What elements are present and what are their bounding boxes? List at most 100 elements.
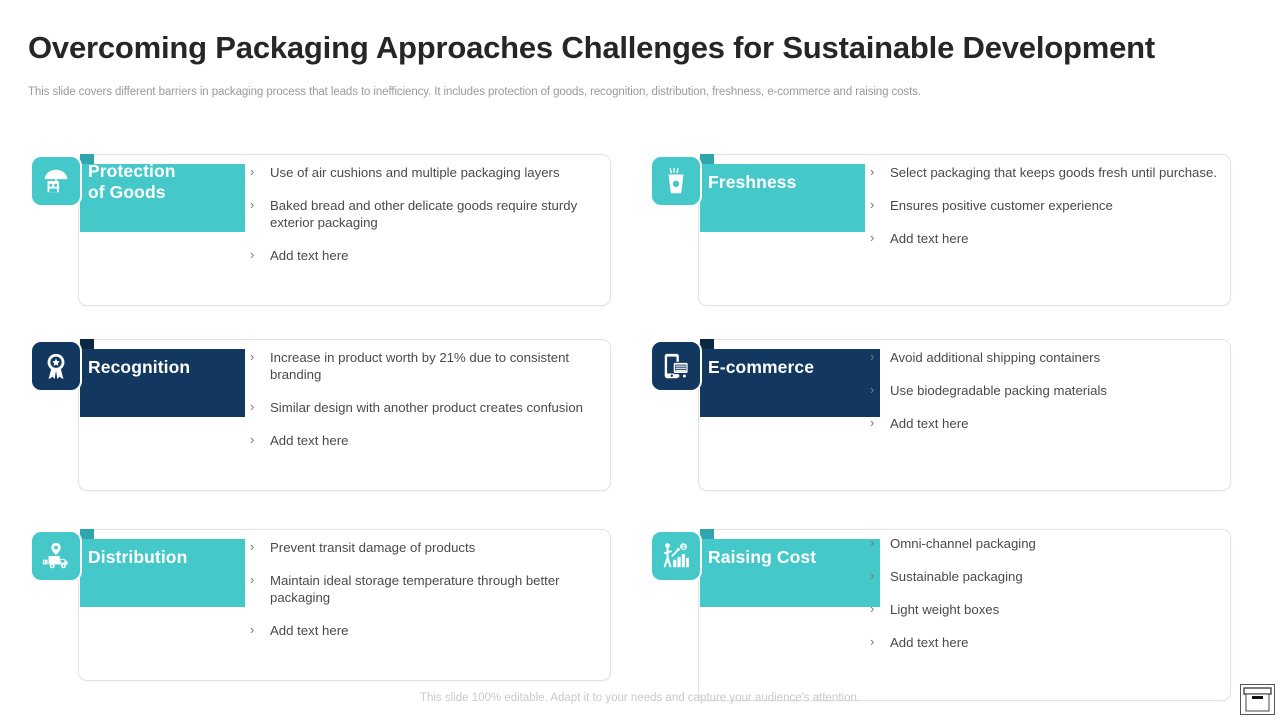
card-ribbon bbox=[700, 339, 880, 417]
ribbon-body bbox=[700, 164, 865, 232]
chevron-right-icon: › bbox=[250, 349, 255, 364]
svg-text:$: $ bbox=[682, 545, 685, 551]
chevron-right-icon: › bbox=[870, 535, 875, 550]
bullet-text: Add text here bbox=[270, 432, 349, 448]
bullet-item: › Similar design with another product cre… bbox=[248, 398, 618, 417]
ribbon-fold bbox=[700, 339, 714, 349]
page-subtitle: This slide covers different barriers in … bbox=[28, 86, 921, 98]
bullet-item: ›Light weight boxes bbox=[868, 600, 1238, 619]
drink-cup-icon bbox=[650, 155, 702, 207]
challenge-card-distribution[interactable]: Distribution › Prevent transit damage of p… bbox=[30, 510, 630, 685]
bullet-text: Use of air cushions and multiple packagi… bbox=[270, 165, 560, 180]
bullet-item: › Add text here bbox=[868, 414, 1238, 433]
card-bullet-list: › Select packaging that keeps goods fresh… bbox=[868, 164, 1238, 248]
card-title-line-2: of Goods bbox=[88, 182, 166, 203]
chevron-right-icon: › bbox=[870, 567, 875, 583]
card-ribbon bbox=[80, 154, 245, 232]
chevron-right-icon: › bbox=[250, 431, 255, 447]
ribbon-body bbox=[80, 349, 245, 417]
bullet-text: Select packaging that keeps goods fresh … bbox=[890, 165, 1217, 180]
ribbon-fold bbox=[700, 529, 714, 539]
chevron-right-icon: › bbox=[250, 621, 255, 637]
bullet-item: › Select packaging that keeps goods fresh… bbox=[868, 164, 1238, 182]
chevron-right-icon: › bbox=[870, 164, 875, 179]
mobile-shopping-cart-icon bbox=[650, 340, 702, 392]
card-ribbon bbox=[700, 529, 880, 607]
bullet-item: › Avoid additional shipping containers bbox=[868, 349, 1238, 367]
bullet-item: › Baked bread and other delicate goods re… bbox=[248, 196, 618, 232]
chevron-right-icon: › bbox=[870, 349, 875, 364]
chevron-right-icon: › bbox=[870, 633, 875, 649]
card-bullet-list: › Omni-channel packaging › Sustainable pack… bbox=[868, 535, 1238, 652]
ribbon-body bbox=[700, 349, 880, 417]
chevron-right-icon: › bbox=[870, 229, 875, 245]
award-ribbon-icon bbox=[30, 340, 82, 392]
card-title: E-commerce bbox=[708, 357, 815, 377]
bullet-item: › Use of air cushions and multiple packag… bbox=[248, 164, 618, 182]
ribbon-fold bbox=[80, 339, 94, 349]
chevron-right-icon: › bbox=[250, 571, 255, 587]
ribbon-fold bbox=[80, 529, 94, 539]
card-title: Freshness bbox=[708, 172, 797, 192]
bullet-text: Similar design with another product crea… bbox=[270, 399, 584, 415]
bullet-item: › Add text here bbox=[248, 246, 618, 265]
chevron-right-icon: › bbox=[870, 196, 875, 212]
chevron-right-icon: › bbox=[870, 600, 875, 616]
bullet-text: Baked bread and other delicate goods req… bbox=[270, 197, 578, 230]
chevron-right-icon: › bbox=[250, 196, 255, 212]
bullet-item: › Add text here bbox=[868, 633, 1238, 652]
bullet-text: Add text here bbox=[270, 247, 349, 263]
cost-growth-chart-icon: $ bbox=[650, 530, 702, 582]
chevron-right-icon: › bbox=[250, 164, 255, 179]
ribbon-fold bbox=[80, 154, 94, 164]
card-bullet-list: › Avoid additional shipping containers ›Us… bbox=[868, 349, 1238, 433]
page-title: Overcoming Packaging Approaches Challeng… bbox=[28, 30, 1155, 65]
bullet-text: Sustainable packaging bbox=[890, 568, 1023, 584]
bullet-text: Maintain ideal storage temperature throu… bbox=[270, 572, 560, 605]
bullet-text: Prevent transit damage of products bbox=[270, 540, 476, 555]
challenge-card-recognition[interactable]: Recognition›Increase in product worth by… bbox=[30, 320, 630, 495]
bullet-item: › Maintain ideal storage temperature thro… bbox=[248, 571, 618, 607]
ribbon-body bbox=[80, 539, 245, 607]
bullet-item: › Prevent transit damage of products bbox=[248, 539, 618, 557]
card-bullet-list: › Prevent transit damage of products › Main… bbox=[248, 539, 618, 640]
bullet-text: Add text here bbox=[890, 634, 969, 650]
bullet-text: Add text here bbox=[890, 415, 969, 431]
bullet-text: Add text here bbox=[890, 230, 969, 246]
ribbon-fold bbox=[700, 154, 714, 164]
archive-box-glyph bbox=[1243, 687, 1272, 712]
challenge-card-e-commerce[interactable]: E-commerce › Avoid additional shipping con… bbox=[650, 320, 1250, 495]
chevron-right-icon: › bbox=[870, 381, 875, 397]
challenge-card-freshness[interactable]: Freshness › Select packaging that keeps go… bbox=[650, 135, 1250, 310]
ribbon-body bbox=[700, 539, 880, 607]
challenge-card-raising-cost[interactable]: $ Raising Cost › Omni-channel packaging › Su… bbox=[650, 510, 1250, 701]
card-ribbon bbox=[80, 529, 245, 607]
bullet-item: ›Use biodegradable packing materials bbox=[868, 381, 1238, 400]
bullet-text: Increase in product worth by 21% due to … bbox=[270, 350, 570, 382]
bullet-item: › Omni-channel packaging bbox=[868, 535, 1238, 553]
bullet-item: › Add text here bbox=[248, 621, 618, 640]
bullet-text: Add text here bbox=[270, 622, 349, 638]
card-ribbon bbox=[700, 154, 865, 232]
bullet-item: › Increase in product worth by 21% due to… bbox=[248, 349, 618, 384]
chevron-right-icon: › bbox=[250, 246, 255, 262]
bullet-item: › Add text here bbox=[248, 431, 618, 450]
delivery-truck-location-icon bbox=[30, 530, 82, 582]
bullet-text: Omni-channel packaging bbox=[890, 536, 1036, 551]
card-title: Raising Cost bbox=[708, 547, 817, 567]
chevron-right-icon: › bbox=[870, 414, 875, 430]
archive-box-icon bbox=[1240, 684, 1275, 715]
chevron-right-icon: › bbox=[250, 398, 255, 414]
bullet-text: Ensures positive customer experience bbox=[890, 197, 1113, 213]
card-title: Distribution bbox=[88, 547, 188, 567]
ribbon-body bbox=[80, 164, 245, 232]
chevron-right-icon: › bbox=[250, 539, 255, 554]
bullet-item: › Sustainable packaging bbox=[868, 567, 1238, 586]
bullet-text: Avoid additional shipping containers bbox=[890, 350, 1101, 365]
footer-note: This slide 100% editable. Adapt it to yo… bbox=[419, 692, 861, 704]
card-bullet-list: › Increase in product worth by 21% due to… bbox=[248, 349, 618, 450]
bullet-item: › Add text here bbox=[868, 229, 1238, 248]
card-title-line-1: Protection bbox=[88, 161, 176, 181]
